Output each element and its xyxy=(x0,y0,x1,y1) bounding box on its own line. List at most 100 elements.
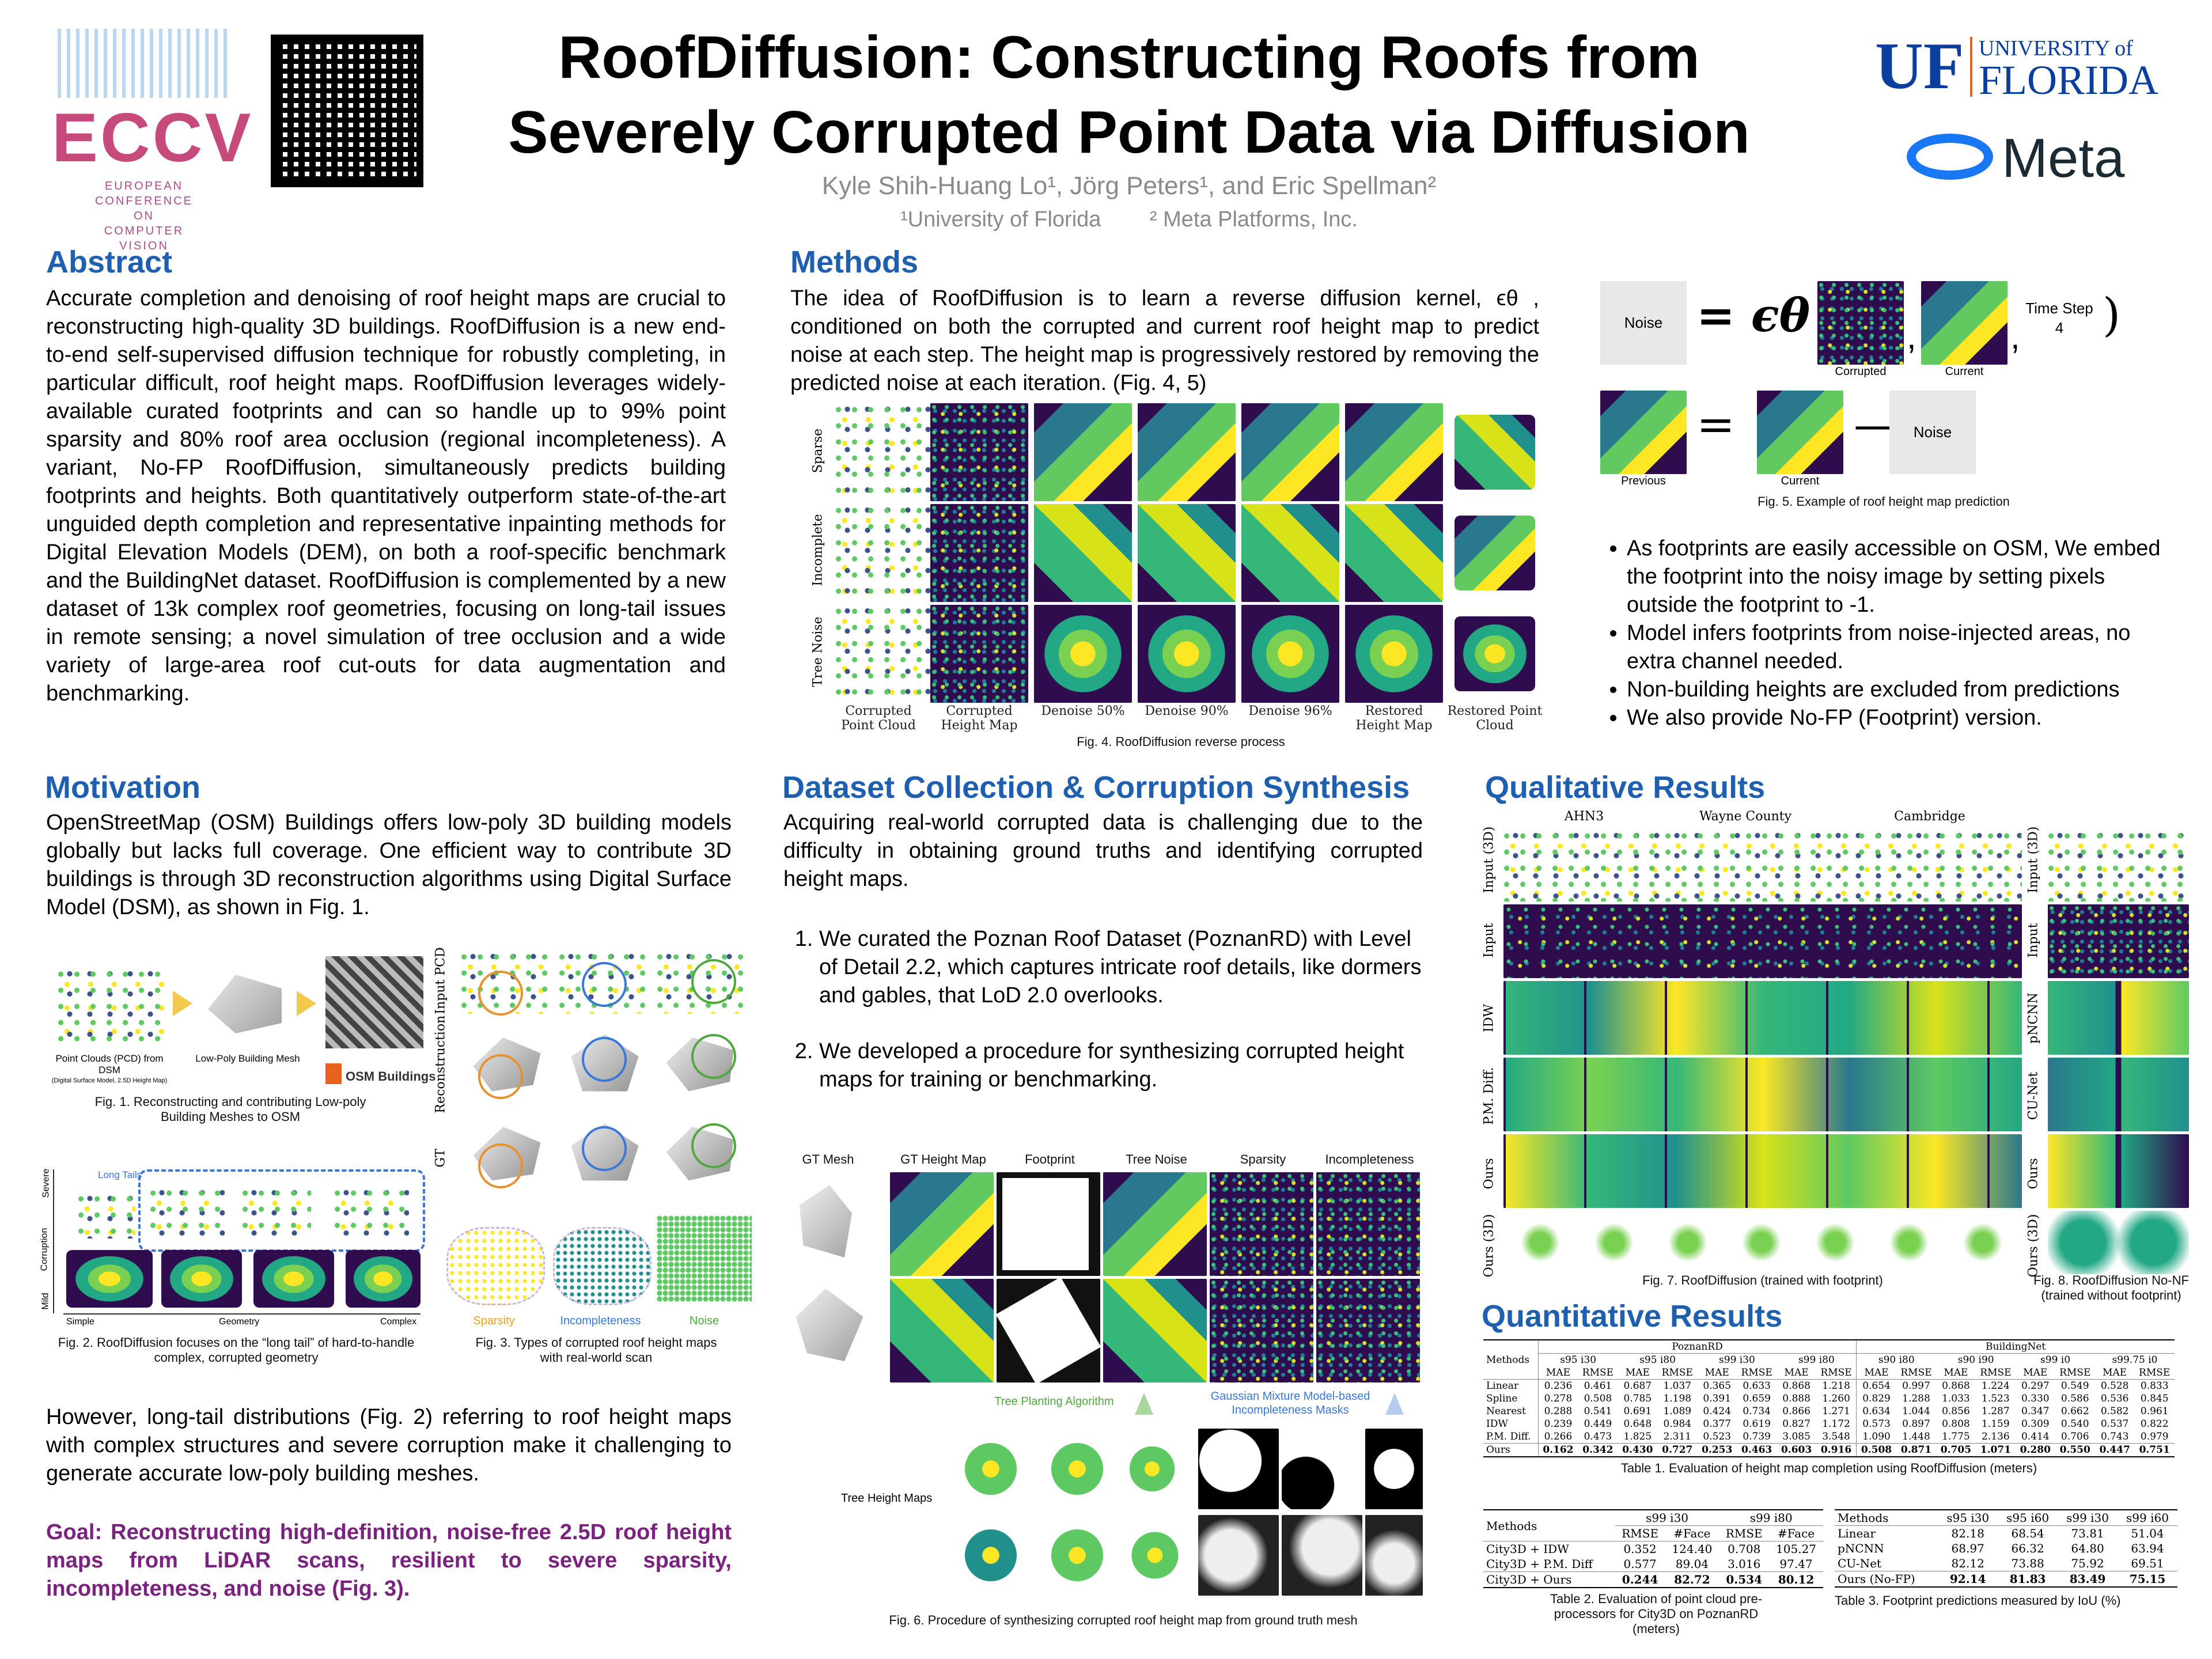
eccv-subtitle: EUROPEAN CONFERENCE ON COMPUTER VISION xyxy=(94,180,193,252)
value-cell: 0.897 xyxy=(1902,1418,1930,1430)
value-cell: 1.159 xyxy=(1982,1418,2010,1430)
value-cell: 75.92 xyxy=(2071,1556,2104,1570)
value-cell: 0.309 xyxy=(2021,1418,2050,1430)
motivation-text-2: However, long-tail distributions (Fig. 2… xyxy=(46,1405,732,1486)
dataset-text: Acquiring real-world corrupted data is c… xyxy=(783,810,1423,891)
fig4-col-label: Denoise 96% xyxy=(1248,704,1332,718)
table3-caption: Table 3. Footprint predictions measured … xyxy=(1835,1593,2121,1608)
fig5-caption: Fig. 5. Example of roof height map predi… xyxy=(1758,494,2010,509)
value-cell: 64.80 xyxy=(2071,1541,2104,1555)
value-cell: 89.04 xyxy=(1675,1557,1709,1571)
value-cell: 1.090 xyxy=(1862,1431,1891,1442)
value-cell: 73.88 xyxy=(2011,1556,2044,1570)
fig4-tile xyxy=(835,504,930,599)
fig1-mesh-image xyxy=(208,975,282,1033)
methods-bullet: As footprints are easily accessible on O… xyxy=(1627,535,2172,619)
value-cell: 0.244 xyxy=(1622,1573,1658,1586)
value-cell: 0.541 xyxy=(1584,1406,1612,1417)
value-cell: 0.687 xyxy=(1623,1380,1652,1392)
dataset-item: We curated the Poznan Roof Dataset (Pozn… xyxy=(819,925,1423,1010)
osm-brick-icon xyxy=(325,1063,342,1084)
fig4-tile xyxy=(1455,415,1535,490)
fig7-caption: Fig. 7. RoofDiffusion (trained with foot… xyxy=(1642,1273,1883,1287)
value-cell: 0.833 xyxy=(2140,1380,2169,1392)
value-cell: 0.297 xyxy=(2021,1380,2050,1392)
authors: Kyle Shih-Huang Lo¹, Jörg Peters¹, and E… xyxy=(821,172,1437,200)
table1: Methods PoznanRD BuildingNet s95 i30 s95… xyxy=(1483,1339,2180,1476)
title-line-1: RoofDiffusion: Constructing Roofs from xyxy=(558,24,1700,91)
value-cell: 0.347 xyxy=(2021,1406,2050,1417)
value-cell: 1.071 xyxy=(1980,1444,2011,1456)
table1-group-row: Methods PoznanRD BuildingNet xyxy=(1483,1340,2175,1380)
abstract-text: Accurate completion and denoising of roo… xyxy=(46,286,726,706)
method-cell: IDW xyxy=(1483,1418,1539,1430)
value-cell: 0.278 xyxy=(1544,1393,1573,1404)
fig8-tile xyxy=(2048,830,2189,902)
fig3-highlight-circle xyxy=(478,971,523,1016)
value-cell: 0.414 xyxy=(2021,1431,2050,1442)
value-cell: 0.523 xyxy=(1703,1431,1732,1442)
value-cell: 0.654 xyxy=(1862,1380,1891,1392)
affiliations: ¹University of Florida ² Meta Platforms,… xyxy=(900,207,1358,232)
value-cell: 0.634 xyxy=(1862,1406,1891,1417)
osm-buildings-logo: OSM Buildings xyxy=(346,1069,436,1084)
table3: Methods s95 i30 s95 i60 s99 i30 s99 i60 … xyxy=(1835,1509,2180,1608)
tree-map-tile xyxy=(1123,1515,1187,1596)
fig8-tile xyxy=(2048,904,2189,978)
value-cell: 0.577 xyxy=(1623,1557,1657,1571)
value-cell: 0.288 xyxy=(1544,1406,1573,1417)
method-cell: P.M. Diff. xyxy=(1483,1430,1539,1444)
method-cell: Ours xyxy=(1483,1443,1539,1457)
value-cell: 0.997 xyxy=(1902,1380,1930,1392)
value-cell: 0.253 xyxy=(1702,1444,1733,1456)
value-cell: 0.550 xyxy=(2059,1444,2090,1456)
fig4-tile xyxy=(1034,403,1132,501)
fig8-tile xyxy=(2048,981,2189,1055)
value-cell: 68.54 xyxy=(2011,1527,2044,1540)
gmm-mask-tile xyxy=(1282,1515,1362,1596)
gmm-mask-tile xyxy=(1198,1515,1279,1596)
fig8-caption: Fig. 8. RoofDiffusion No-NF (trained wit… xyxy=(2033,1273,2189,1302)
fig4-tile xyxy=(1138,605,1236,703)
value-cell: 0.582 xyxy=(2100,1406,2129,1417)
meta-logo: Meta xyxy=(1907,127,2149,190)
fig4-caption: Fig. 4. RoofDiffusion reverse process xyxy=(1077,734,1285,749)
fig4-tile xyxy=(1455,516,1535,590)
value-cell: 1.033 xyxy=(1942,1393,1970,1404)
value-cell: 0.463 xyxy=(1741,1444,1772,1456)
value-cell: 0.365 xyxy=(1703,1380,1732,1392)
value-cell: 0.734 xyxy=(1743,1406,1771,1417)
value-cell: 0.239 xyxy=(1544,1418,1573,1430)
gmm-mask-tile xyxy=(1365,1429,1423,1509)
fig7-tile xyxy=(1503,904,2022,978)
motivation-title: Motivation xyxy=(45,770,200,805)
value-cell: 0.743 xyxy=(2100,1431,2129,1442)
value-cell: 0.708 xyxy=(1728,1542,1761,1556)
value-cell: 0.377 xyxy=(1703,1418,1732,1430)
value-cell: 1.089 xyxy=(1663,1406,1692,1417)
method-cell: Nearest xyxy=(1483,1405,1539,1418)
value-cell: 0.508 xyxy=(1584,1393,1612,1404)
value-cell: 0.540 xyxy=(2061,1418,2089,1430)
fig8-tile xyxy=(2048,1058,2189,1131)
uf-logo: UF UNIVERSITY of FLORIDA xyxy=(1875,29,2159,103)
value-cell: 75.15 xyxy=(2129,1572,2166,1586)
fig3-sparsity-image xyxy=(446,1227,545,1305)
fig3-noise-image xyxy=(657,1215,752,1302)
table1-sub-row: s95 i30 s95 i80 s99 i30 s99 i80 s90 i80 … xyxy=(1560,1353,2158,1366)
value-cell: 82.18 xyxy=(1951,1527,1984,1540)
fig1-caption: Fig. 1. Reconstructing and contributing … xyxy=(94,1094,366,1124)
fig4-col-label: Denoise 90% xyxy=(1145,704,1229,718)
qr-code[interactable] xyxy=(271,35,423,187)
method-cell: Linear xyxy=(1838,1527,1876,1540)
value-cell: 0.827 xyxy=(1782,1418,1810,1430)
fig4-col-label: Restored Point Cloud xyxy=(1447,704,1543,733)
fig6-mesh xyxy=(800,1185,852,1257)
fig6-tile xyxy=(1210,1172,1313,1276)
